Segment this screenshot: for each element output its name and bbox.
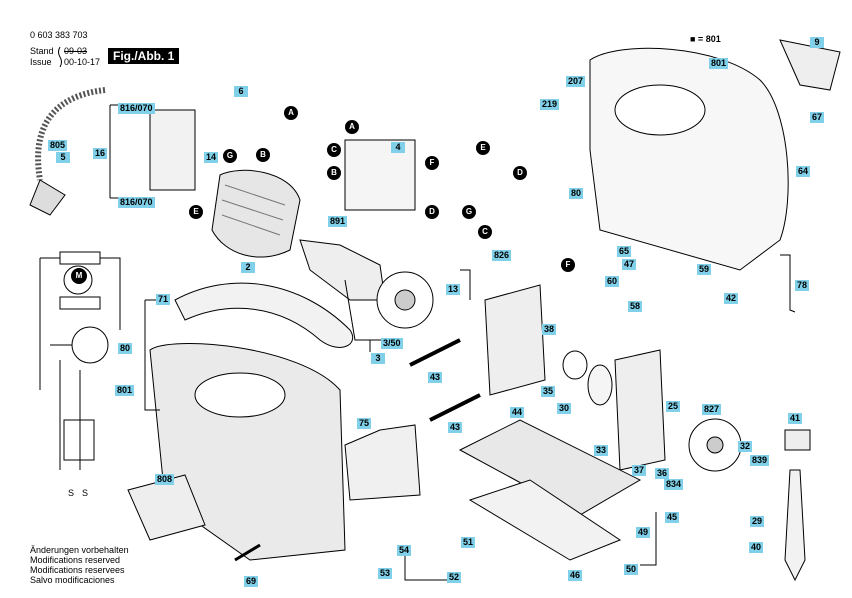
connector-marker: E [189,205,203,219]
part-callout: 42 [724,293,739,304]
part-callout: 49 [636,527,651,538]
issue-label: Issue [30,57,52,67]
part-callout: 41 [788,413,803,424]
part-callout: 59 [697,264,712,275]
part-callout: 43 [428,372,443,383]
part-callout: 52 [447,572,462,583]
part-callout: 54 [397,545,412,556]
part-callout: 60 [605,276,620,287]
part-callout: 9 [810,37,824,48]
legend: ■ = 801 [690,34,721,44]
part-callout: 37 [632,465,647,476]
part-callout: 69 [244,576,259,587]
connector-marker: A [345,120,359,134]
connector-marker: A [284,106,298,120]
part-callout: 30 [557,403,572,414]
part-callout: 51 [461,537,476,548]
connector-marker: F [425,156,439,170]
part-callout: 47 [622,259,637,270]
part-callout: 33 [594,445,609,456]
motor-symbol: M [71,268,87,284]
part-callout: 816/070 [118,103,155,114]
part-callout: 14 [204,152,219,163]
part-callout: 35 [541,386,556,397]
connector-marker: F [561,258,575,272]
connector-marker: D [425,205,439,219]
part-callout: 64 [796,166,811,177]
connector-marker: B [327,166,341,180]
part-callout: 75 [357,418,372,429]
switch-label-2: S [82,488,89,498]
part-callout: 5 [56,152,70,163]
part-callout: 40 [749,542,764,553]
stand-label: Stand [30,46,54,56]
part-callout: 3/50 [381,338,403,349]
figure-label: Fig./Abb. 1 [108,48,180,64]
part-callout: 16 [93,148,108,159]
part-callout: 4 [391,142,405,153]
part-callout: 25 [666,401,681,412]
part-callout: 826 [492,250,512,261]
part-number: 0 603 383 703 [30,30,88,40]
part-callout: 65 [617,246,632,257]
part-callout: 46 [568,570,583,581]
connector-marker: G [462,205,476,219]
part-callout: 53 [378,568,393,579]
part-callout: 78 [795,280,810,291]
part-callout: 45 [665,512,680,523]
part-callout: 801 [115,385,135,396]
note-en: Modifications reserved [30,555,121,565]
connector-marker: E [476,141,490,155]
part-callout: 43 [448,422,463,433]
stand-value: 09-03 [64,46,88,56]
part-callout: 80 [569,188,584,199]
part-callout: 827 [702,404,722,415]
part-callout: 839 [750,455,770,466]
note-fr: Modifications reservees [30,565,125,575]
part-callout: 13 [446,284,461,295]
connector-marker: C [327,143,341,157]
connector-marker: G [223,149,237,163]
part-callout: 38 [542,324,557,335]
part-callout: 29 [750,516,765,527]
part-callout: 219 [540,99,560,110]
connector-marker: D [513,166,527,180]
part-callout: 50 [624,564,639,575]
part-callout: 808 [155,474,175,485]
issue-value: 00-10-17 [64,57,101,67]
part-callout: 207 [566,76,586,87]
part-callout: 816/070 [118,197,155,208]
part-callout: 801 [709,58,729,69]
part-callout: 36 [655,468,670,479]
part-callout: 58 [628,301,643,312]
part-callout: 6 [234,86,248,97]
part-callout: 3 [371,353,385,364]
part-callout: 805 [48,140,68,151]
part-callout: 44 [510,407,525,418]
part-callout: 80 [118,343,133,354]
note-es: Salvo modificaciones [30,575,115,585]
note-de: Änderungen vorbehalten [30,545,129,555]
part-callout: 32 [738,441,753,452]
part-callout: 834 [664,479,684,490]
part-callout: 2 [241,262,255,273]
switch-label-1: S [68,488,75,498]
part-callout: 67 [810,112,825,123]
connector-marker: C [478,225,492,239]
connector-marker: B [256,148,270,162]
part-callout: 71 [156,294,171,305]
part-callout: 891 [328,216,348,227]
